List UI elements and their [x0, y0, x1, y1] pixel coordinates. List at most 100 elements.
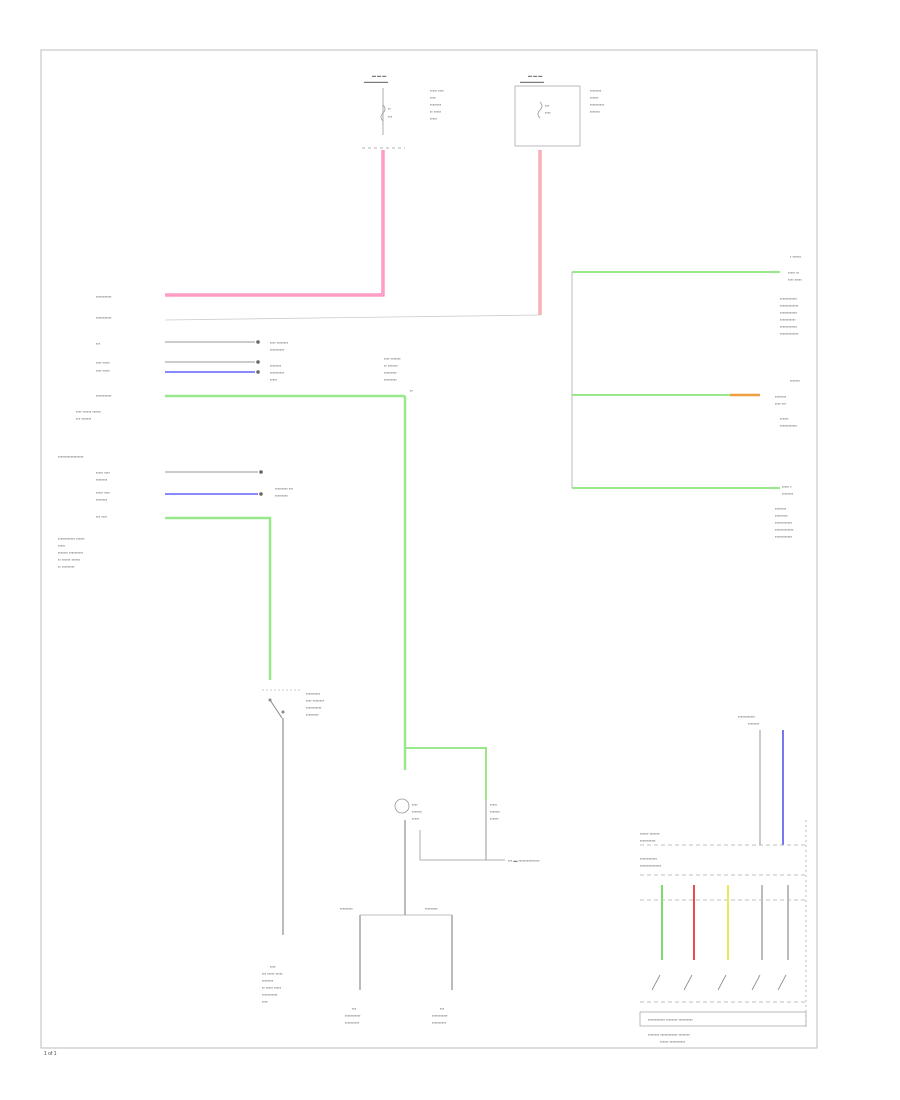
svg-text:▪▪▪ ▪▪▪▪▪ ▪▪▪▪▪: ▪▪▪ ▪▪▪▪▪ ▪▪▪▪▪: [262, 971, 283, 976]
svg-text:▪▪▪▪▪▪▪▪▪▪▪▪: ▪▪▪▪▪▪▪▪▪▪▪▪: [780, 324, 798, 329]
svg-text:▪▪▪▪▪▪▪▪▪▪: ▪▪▪▪▪▪▪▪▪▪: [345, 1020, 360, 1025]
svg-text:▪▪▪▪▪▪▪▪▪: ▪▪▪▪▪▪▪▪▪: [306, 712, 319, 717]
svg-text:▪▪▪▪▪▪▪▪▪▪▪▪▪: ▪▪▪▪▪▪▪▪▪▪▪▪▪: [780, 331, 799, 336]
svg-text:▪▪▪ ▪▪▪▪▪▪▪: ▪▪▪ ▪▪▪▪▪▪▪: [76, 416, 92, 421]
diagram-border: [40, 49, 818, 1049]
svg-text:▪▪▪▪ ▪▪▪: ▪▪▪▪ ▪▪▪: [775, 401, 787, 406]
svg-text:▪▪▪▪▪▪▪▪: ▪▪▪▪▪▪▪▪: [270, 363, 282, 368]
svg-text:▪▪▪▪▪▪▪: ▪▪▪▪▪▪▪: [490, 809, 501, 814]
svg-text:▪▪▪▪▪▪▪▪▪▪▪: ▪▪▪▪▪▪▪▪▪▪▪: [262, 992, 278, 997]
svg-text:▬▬▬▬▬▬: ▬▬▬▬▬▬: [364, 79, 388, 84]
svg-text:▪▪▪▪▪▪ ▪▪▪▪▪▪▪: ▪▪▪▪▪▪ ▪▪▪▪▪▪▪: [640, 831, 660, 836]
wire-pink-1: [165, 150, 385, 297]
svg-text:▪▪▪▪▪▪▪▪▪▪▪▪: ▪▪▪▪▪▪▪▪▪▪▪▪: [780, 310, 798, 315]
svg-text:▪▪▪▪▪▪▪▪▪▪▪▪: ▪▪▪▪▪▪▪▪▪▪▪▪: [640, 856, 658, 861]
svg-text:▪ ▪▪▪▪▪▪: ▪ ▪▪▪▪▪▪: [790, 254, 802, 259]
svg-text:▪▪▪▪▪▪▪▪▪: ▪▪▪▪▪▪▪▪▪: [775, 513, 788, 518]
svg-text:▪▪▪▪▪▪▪▪▪▪: ▪▪▪▪▪▪▪▪▪▪: [270, 370, 285, 375]
svg-text:▪▪▪▪: ▪▪▪▪: [270, 964, 276, 969]
lamp-right: ▪▪▪▪▪ ▪▪▪▪▪▪▪ ▪▪▪▪▪▪: [485, 800, 501, 860]
svg-text:▪▪▪▪▪▪▪▪: ▪▪▪▪▪▪▪▪: [775, 506, 787, 511]
svg-text:▪▪▪▪: ▪▪▪▪: [412, 802, 418, 807]
wire-green-left: [165, 516, 272, 680]
svg-text:▪▪▪▪▪▪▪▪▪▪▪▪▪▪▪: ▪▪▪▪▪▪▪▪▪▪▪▪▪▪▪: [640, 863, 662, 868]
svg-text:▪▪▪▪▪▪▪▪▪: ▪▪▪▪▪▪▪▪▪: [384, 377, 397, 382]
svg-text:▪▪▪▪▪▪▪▪▪: ▪▪▪▪▪▪▪▪▪: [425, 906, 438, 911]
svg-text:▪▪▪▪▪: ▪▪▪▪▪: [270, 377, 278, 382]
svg-text:▪▪ ▪▪▪▪▪▪▪▪▪: ▪▪ ▪▪▪▪▪▪▪▪▪: [58, 564, 75, 569]
svg-text:▪▪▪▪ ▪▪▪▪▪▪ ▪▪▪▪▪▪: ▪▪▪▪ ▪▪▪▪▪▪ ▪▪▪▪▪▪: [76, 409, 101, 414]
svg-text:▪▪▪▪ ▪▪▪▪▪: ▪▪▪▪ ▪▪▪▪▪: [788, 277, 802, 282]
svg-text:▪▪▪▪▪: ▪▪▪▪▪: [490, 802, 498, 807]
ground-labels: ▪▪▪▪▪▪▪▪▪ ▪▪▪▪▪▪▪▪▪ ▪▪▪ ▪▪▪▪▪▪▪▪▪▪▪ ▪▪▪▪…: [340, 906, 448, 1025]
svg-text:▪▪▪▪▪▪▪▪▪▪▪: ▪▪▪▪▪▪▪▪▪▪▪: [780, 317, 796, 322]
svg-text:▪▪ ▪▪▪▪▪ ▪▪▪▪▪: ▪▪ ▪▪▪▪▪ ▪▪▪▪▪: [262, 985, 282, 990]
svg-text:▪▪▪▪▪▪▪▪ ▪▪▪▪▪▪▪▪▪▪▪▪ ▪▪▪▪▪▪▪▪: ▪▪▪▪▪▪▪▪ ▪▪▪▪▪▪▪▪▪▪▪▪ ▪▪▪▪▪▪▪▪: [648, 1032, 691, 1037]
svg-text:▪▪▪: ▪▪▪: [388, 114, 393, 119]
svg-text:▪▪▪▪▪▪▪▪▪▪▪: ▪▪▪▪▪▪▪▪▪▪▪: [96, 294, 112, 299]
svg-text:▪▪▪▪ ▪▪▪▪▪▪▪▪: ▪▪▪▪ ▪▪▪▪▪▪▪▪: [270, 340, 289, 345]
svg-text:▪▪▪▪: ▪▪▪▪: [262, 999, 268, 1004]
svg-text:▪▪▪▪▪: ▪▪▪▪▪: [430, 116, 438, 121]
svg-text:▪▪▪▪▪ ▪▪▪▪: ▪▪▪▪▪ ▪▪▪▪: [96, 490, 110, 495]
footer-ref: 1 of 1: [44, 1051, 57, 1057]
svg-text:▪▪▪: ▪▪▪: [545, 103, 550, 108]
svg-text:▪▪▪▪▪▪▪▪▪ ▪▪▪: ▪▪▪▪▪▪▪▪▪ ▪▪▪: [275, 486, 294, 491]
svg-text:▪▪▪▪▪▪▪▪: ▪▪▪▪▪▪▪▪: [262, 978, 274, 983]
svg-text:▪▪▪▪▪▪▪▪: ▪▪▪▪▪▪▪▪: [748, 721, 760, 726]
svg-text:▪▪▪▪▪▪▪▪: ▪▪▪▪▪▪▪▪: [775, 394, 787, 399]
svg-text:▪▪: ▪▪: [388, 106, 391, 111]
svg-text:▪▪▪▪▪▪▪▪▪▪: ▪▪▪▪▪▪▪▪▪▪: [270, 347, 285, 352]
svg-text:▪▪▪▪▪▪▪ ▪▪▪▪▪▪▪▪▪▪: ▪▪▪▪▪▪▪ ▪▪▪▪▪▪▪▪▪▪: [58, 550, 84, 555]
svg-text:▪▪▪▪▪▪▪▪▪: ▪▪▪▪▪▪▪▪▪: [275, 493, 288, 498]
svg-text:▪▪ ▪▪▪▪▪▪▪: ▪▪ ▪▪▪▪▪▪▪: [384, 363, 398, 368]
svg-text:▪▪▪▪▪▪▪▪: ▪▪▪▪▪▪▪▪: [96, 497, 108, 502]
svg-text:▬▬▬▬▬▬: ▬▬▬▬▬▬: [520, 79, 544, 84]
svg-text:▪▪▪ ▪▪▪▪: ▪▪▪ ▪▪▪▪: [96, 514, 108, 519]
svg-text:▪▪▪▪▪▪▪▪▪▪: ▪▪▪▪▪▪▪▪▪▪: [432, 1020, 447, 1025]
switch-bank: ▪▪▪▪▪▪▪▪▪▪▪▪ ▪▪▪▪▪▪▪▪ ▪▪▪▪▪▪ ▪▪▪▪▪▪▪ ▪▪▪…: [639, 714, 807, 1044]
svg-text:▪▪▪▪▪ ▪: ▪▪▪▪▪ ▪: [782, 484, 792, 489]
switch-left: ▪▪▪▪▪▪▪▪▪▪ ▪▪▪▪ ▪▪▪▪▪▪▪▪ ▪▪▪▪▪▪▪▪▪▪▪ ▪▪▪…: [262, 689, 325, 1004]
svg-text:▪▪▪▪▪▪: ▪▪▪▪▪▪: [590, 95, 599, 100]
svg-text:▪▪▪▪▪▪▪▪▪▪▪▪: ▪▪▪▪▪▪▪▪▪▪▪▪: [775, 534, 793, 539]
svg-text:▪▪▪▪▪: ▪▪▪▪▪: [412, 816, 420, 821]
fuse-block-right: ▬ ▬ ▬ ▬▬▬▬▬▬ ▪▪▪ ▪▪▪▪ ▪▪▪▪▪▪▪▪ ▪▪▪▪▪▪ ▪▪…: [514, 73, 605, 147]
svg-text:▪▪▪▪: ▪▪▪▪: [430, 95, 436, 100]
svg-text:▪▪ ▪▪▪▪▪: ▪▪ ▪▪▪▪▪: [430, 109, 442, 114]
svg-text:▪▪▪▪▪▪▪▪▪▪▪: ▪▪▪▪▪▪▪▪▪▪▪: [96, 315, 112, 320]
svg-text:▪▪▪▪▪: ▪▪▪▪▪: [58, 543, 66, 548]
svg-text:▪▪▪▪ ▪▪▪▪▪: ▪▪▪▪ ▪▪▪▪▪: [96, 368, 110, 373]
svg-text:▪▪: ▪▪: [410, 388, 413, 393]
svg-text:▪▪▪▪▪▪▪▪▪▪: ▪▪▪▪▪▪▪▪▪▪: [590, 102, 605, 107]
svg-text:▪▪▪▪ ▪▪▪▪▪▪▪: ▪▪▪▪ ▪▪▪▪▪▪▪: [384, 356, 401, 361]
svg-text:▬ ▬ ▬: ▬ ▬ ▬: [372, 73, 386, 78]
svg-text:▪▪▪▪ ▪▪▪▪▪: ▪▪▪▪ ▪▪▪▪▪: [96, 360, 110, 365]
splice-label: ▪▪▪▪ ▪▪▪▪▪▪▪ ▪▪ ▪▪▪▪▪▪▪ ▪▪▪▪▪▪▪▪▪ ▪▪▪▪▪▪…: [384, 356, 413, 393]
right-connectors: ▪ ▪▪▪▪▪▪ ▪▪▪▪▪ ▪▪ ▪▪▪▪ ▪▪▪▪▪ ▪▪▪▪▪▪▪▪▪▪▪…: [571, 254, 802, 539]
svg-text:▪▪▪: ▪▪▪: [96, 341, 101, 346]
svg-text:▪▪▪▪▪ ▪▪: ▪▪▪▪▪ ▪▪: [788, 270, 800, 275]
svg-text:▪▪▪▪▪ ▪▪▪▪: ▪▪▪▪▪ ▪▪▪▪: [430, 88, 444, 93]
svg-text:▪▪▪▪▪▪▪▪: ▪▪▪▪▪▪▪▪: [590, 88, 602, 93]
svg-text:▪▪▪▪▪ ▪▪▪▪: ▪▪▪▪▪ ▪▪▪▪: [96, 470, 110, 475]
svg-text:▪▪▪▪▪▪▪▪: ▪▪▪▪▪▪▪▪: [96, 477, 108, 482]
svg-text:▪▪▪▪▪▪▪▪▪▪▪▪▪: ▪▪▪▪▪▪▪▪▪▪▪▪▪: [780, 303, 799, 308]
fuse-block-left: ▬ ▬ ▬ ▬▬▬▬▬▬ ▪▪ ▪▪▪ ▪▪▪▪▪ ▪▪▪▪ ▪▪▪▪ ▪▪▪▪…: [362, 73, 444, 149]
svg-text:▪▪▪▪▪▪▪▪▪▪▪▪: ▪▪▪▪▪▪▪▪▪▪▪▪: [780, 423, 798, 428]
svg-text:▪▪▪▪▪▪▪: ▪▪▪▪▪▪▪: [790, 378, 801, 383]
svg-text:▬ ▬ ▬: ▬ ▬ ▬: [528, 73, 542, 78]
svg-text:▪▪▪▪▪▪▪▪: ▪▪▪▪▪▪▪▪: [782, 491, 794, 496]
wire-green-branch: [405, 747, 487, 800]
svg-text:▪▪▪▪▪▪▪▪▪▪▪▪ ▪▪▪▪▪▪▪▪ ▪▪▪▪▪▪▪▪: ▪▪▪▪▪▪▪▪▪▪▪▪ ▪▪▪▪▪▪▪▪ ▪▪▪▪▪▪▪▪▪▪: [648, 1017, 693, 1022]
svg-text:▪▪▪▪▪▪▪▪: ▪▪▪▪▪▪▪▪: [430, 102, 442, 107]
lamp-left: ▪▪▪▪ ▪▪▪▪▪▪▪ ▪▪▪▪▪: [394, 798, 423, 821]
svg-text:▪▪▪▪▪▪: ▪▪▪▪▪▪: [490, 816, 499, 821]
svg-text:▪▪▪▪▪▪▪▪▪▪: ▪▪▪▪▪▪▪▪▪▪: [306, 691, 321, 696]
svg-text:▪▪▪▪ ▪▪▪▪▪▪▪▪: ▪▪▪▪ ▪▪▪▪▪▪▪▪: [306, 698, 325, 703]
svg-text:▪▪▪▪▪▪: ▪▪▪▪▪▪: [780, 416, 789, 421]
module-pins-left: ▪▪▪▪▪▪▪▪▪▪▪ ▪▪▪▪▪▪▪▪▪▪▪ ▪▪▪ ▪▪▪▪ ▪▪▪▪▪ ▪…: [76, 294, 289, 421]
svg-text:▪▪▪▪▪▪▪▪▪▪▪: ▪▪▪▪▪▪▪▪▪▪▪: [345, 1013, 361, 1018]
svg-text:▪▪▪▪▪▪▪▪▪▪▪▪: ▪▪▪▪▪▪▪▪▪▪▪▪: [738, 714, 756, 719]
svg-text:▪▪▪▪: ▪▪▪▪: [545, 110, 551, 115]
